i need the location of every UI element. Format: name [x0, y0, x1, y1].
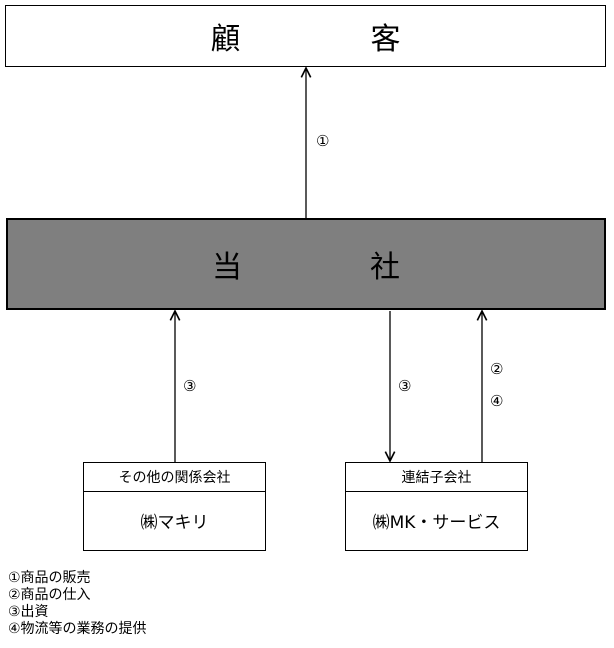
legend: ①商品の販売 ②商品の仕入 ③出資 ④物流等の業務の提供 — [8, 570, 147, 638]
legend-item-1: ①商品の販売 — [8, 570, 91, 586]
flow-label-company-to-mk: ③ — [398, 377, 412, 395]
customer-title: 顧 客 — [6, 6, 605, 66]
flow-label-company-to-customer: ① — [316, 132, 330, 150]
makiri-name: ㈱マキリ — [140, 513, 209, 533]
legend-item-2: ②商品の仕入 — [8, 587, 91, 603]
flow-label-makiri-to-company: ③ — [183, 377, 197, 395]
legend-item-4: ④物流等の業務の提供 — [8, 621, 147, 637]
customer-box: 顧 客 — [5, 5, 606, 67]
makiri-category: その他の関係会社 — [84, 463, 265, 492]
legend-item-3: ③出資 — [8, 604, 49, 620]
flow-label-mk-to-company-1: ② — [490, 360, 504, 378]
company-box: 当 社 — [6, 218, 606, 310]
customer-char-right: 客 — [370, 22, 401, 57]
mk-service-name: ㈱MK・サービス — [372, 513, 501, 533]
mk-service-box: 連結子会社 ㈱MK・サービス — [345, 462, 528, 551]
customer-char-left: 顧 — [210, 22, 241, 57]
company-title: 当 社 — [8, 220, 604, 308]
makiri-box: その他の関係会社 ㈱マキリ — [83, 462, 266, 551]
flow-label-mk-to-company-2: ④ — [490, 392, 504, 410]
mk-service-category: 連結子会社 — [346, 463, 527, 492]
company-char-left: 当 — [212, 250, 242, 285]
company-char-right: 社 — [370, 250, 400, 285]
